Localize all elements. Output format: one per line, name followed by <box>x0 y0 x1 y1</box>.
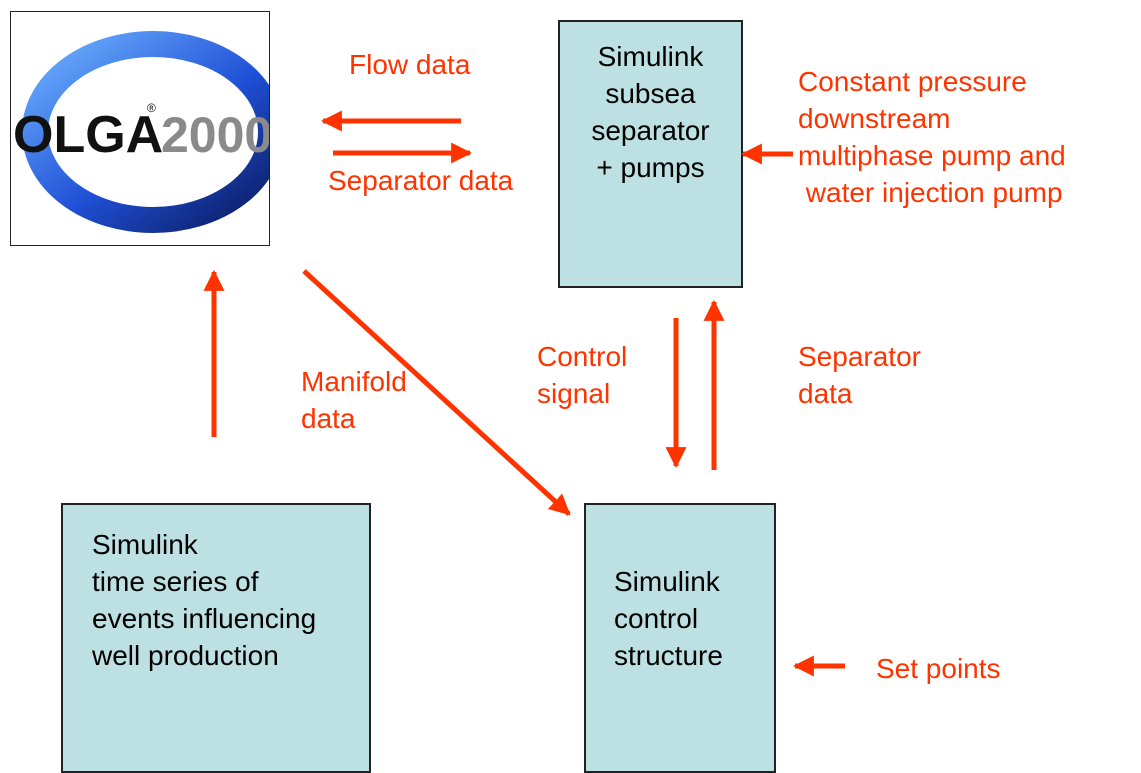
separator-box <box>558 20 743 288</box>
control-structure-box <box>584 503 776 773</box>
logo-ring <box>22 31 269 233</box>
control-signal-label: Control signal <box>537 341 628 409</box>
constant-pressure-label: Constant pressure downstream multiphase … <box>798 66 1066 208</box>
set-points-label: Set points <box>876 653 1001 684</box>
manifold-data-label: Manifold data <box>301 366 407 434</box>
logo-version-text: 2000 <box>161 107 270 163</box>
manifold-data-arrow <box>302 269 571 516</box>
logo-olga-text: OLGA <box>13 106 163 164</box>
logo-registered-mark: ® <box>147 101 156 115</box>
control-structure-box-text: Simulink control structure <box>614 566 723 671</box>
separator-box-text: Simulink subsea separator + pumps <box>591 41 710 183</box>
olga-2000-logo: OLGA ® 2000 <box>10 11 270 246</box>
well-production-box <box>61 503 371 773</box>
well-production-box-text: Simulink time series of events influenci… <box>92 529 317 671</box>
separator-data-right-label: Separator data <box>798 341 921 409</box>
separator-data-top-label: Separator data <box>328 165 514 196</box>
flow-data-label: Flow data <box>349 49 471 80</box>
